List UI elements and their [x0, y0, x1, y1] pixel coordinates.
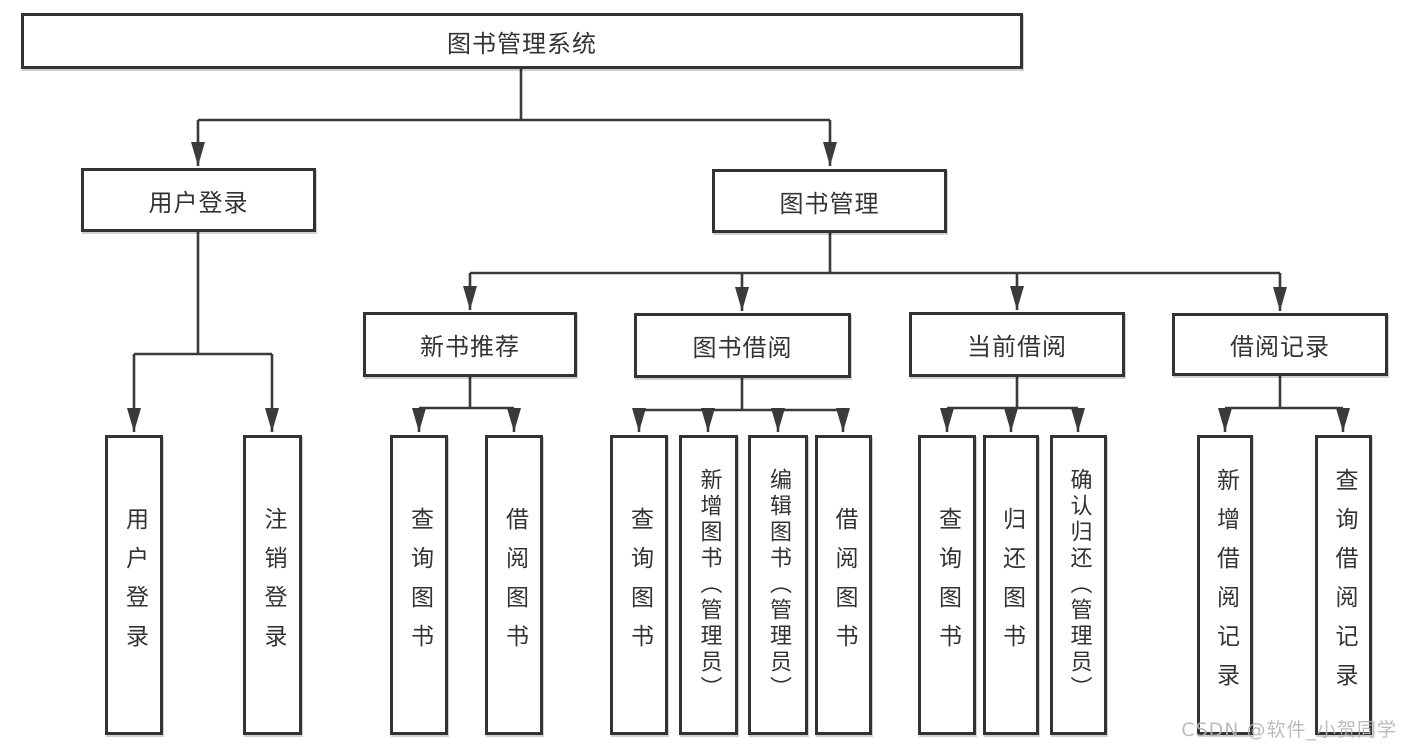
- node-leaf-add-borrow-record-label: 新增借阅记录: [1212, 468, 1239, 702]
- node-leaf-borrow-books-recommend: 借阅图书: [485, 435, 543, 735]
- node-borrowing-records: 借阅记录: [1172, 313, 1388, 376]
- node-book-borrowing-label: 图书借阅: [692, 334, 793, 362]
- node-leaf-query-books-borrowing: 查询图书: [610, 435, 668, 735]
- node-leaf-query-books-current-label: 查询图书: [934, 507, 961, 663]
- node-leaf-return-books-label: 归还图书: [998, 507, 1025, 663]
- node-leaf-logout-label: 注销登录: [260, 507, 286, 663]
- node-leaf-query-borrow-record: 查询借阅记录: [1315, 435, 1372, 735]
- node-leaf-borrow-books-recommend-label: 借阅图书: [501, 507, 528, 663]
- node-current-borrowing-label: 当前借阅: [967, 333, 1067, 361]
- node-leaf-borrow-books-label: 借阅图书: [831, 507, 857, 663]
- node-root-library-management-system: 图书管理系统: [21, 13, 1023, 69]
- node-leaf-query-borrow-record-label: 查询借阅记录: [1331, 468, 1357, 702]
- node-user-login-label: 用户登录: [148, 188, 249, 217]
- node-leaf-borrow-books: 借阅图书: [815, 435, 872, 735]
- node-leaf-user-login: 用户登录: [105, 435, 163, 735]
- node-root-label: 图书管理系统: [447, 29, 597, 58]
- node-leaf-query-books-recommend: 查询图书: [390, 435, 448, 735]
- node-leaf-confirm-return-admin-label: 确认归还（管理员）: [1066, 468, 1092, 702]
- node-book-management-label: 图书管理: [779, 189, 880, 218]
- node-leaf-query-books-current: 查询图书: [918, 435, 976, 735]
- node-leaf-add-borrow-record: 新增借阅记录: [1197, 435, 1253, 735]
- node-new-book-recommendation-label: 新书推荐: [420, 333, 520, 361]
- node-leaf-return-books: 归还图书: [983, 435, 1039, 735]
- node-leaf-add-books-admin-label: 新增图书（管理员）: [696, 468, 722, 702]
- node-leaf-query-books-recommend-label: 查询图书: [406, 507, 433, 663]
- node-book-borrowing: 图书借阅: [634, 313, 851, 378]
- node-current-borrowing: 当前借阅: [909, 312, 1125, 377]
- node-leaf-confirm-return-admin: 确认归还（管理员）: [1050, 435, 1107, 735]
- csdn-watermark: CSDN @软件_小贺同学: [1181, 719, 1397, 741]
- node-new-book-recommendation: 新书推荐: [363, 312, 577, 377]
- node-leaf-edit-books-admin-label: 编辑图书（管理员）: [766, 468, 791, 702]
- node-borrowing-records-label: 借阅记录: [1230, 333, 1330, 361]
- node-leaf-edit-books-admin: 编辑图书（管理员）: [748, 435, 808, 735]
- node-book-management: 图书管理: [712, 169, 947, 233]
- node-user-login: 用户登录: [81, 168, 316, 232]
- node-leaf-logout: 注销登录: [243, 435, 302, 735]
- node-leaf-user-login-label: 用户登录: [121, 507, 148, 663]
- node-leaf-add-books-admin: 新增图书（管理员）: [679, 435, 738, 735]
- node-leaf-query-books-borrowing-label: 查询图书: [626, 507, 653, 663]
